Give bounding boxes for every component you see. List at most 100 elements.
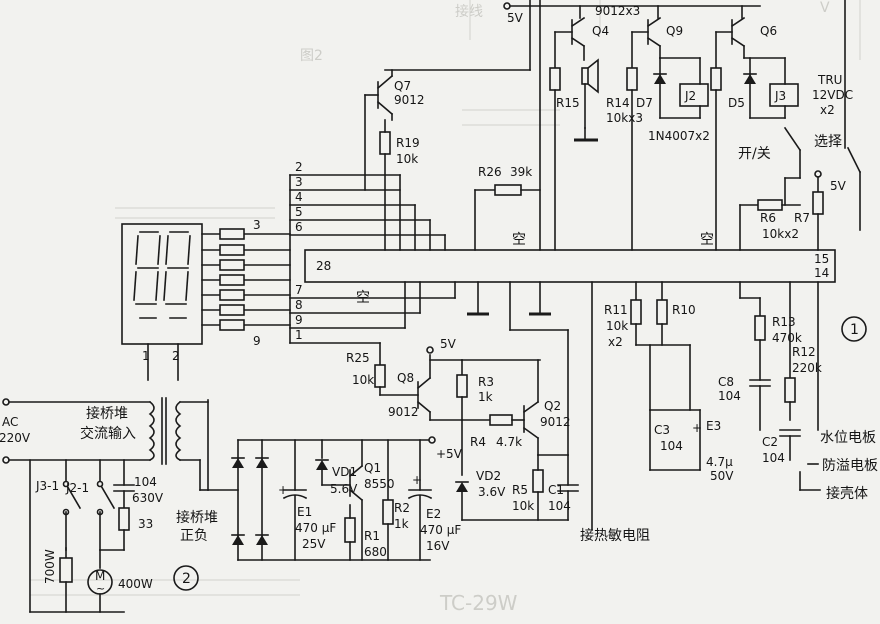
r13-ref: R13 (772, 315, 796, 329)
relay-mult: x2 (820, 103, 835, 117)
c1-value: 104 (548, 499, 571, 513)
j3-1-label: J3-1 (35, 479, 59, 493)
vd1-ref: VD1 (332, 465, 357, 479)
circle-2: 2 (182, 571, 191, 587)
r11-value: 10k (606, 319, 628, 333)
e1-ref: E1 (297, 505, 312, 519)
seven-segment-display: 3 9 1 2 (121, 218, 291, 381)
q6-ref: Q6 (760, 24, 777, 38)
water-level-label: 水位电板 (820, 430, 876, 446)
r25-ref: R25 (346, 351, 370, 365)
r6-ref: R6 (760, 211, 776, 225)
q4-ref: Q4 (592, 24, 609, 38)
transistor-q9: Q9 R14 10kx3 D7 J2 (606, 5, 709, 251)
transistor-q2: R3 1k R4 4.7k Q2 9012 VD2 3.6V R5 10k C1… (429, 281, 579, 521)
transformer: AC 220V 接桥堆 交流输入 (0, 397, 209, 491)
display-resistor-array (219, 228, 245, 331)
r1-ref: R1 (364, 529, 380, 543)
bridge-label-2: 正负 (180, 528, 208, 544)
pin-label-8: 8 (295, 298, 303, 312)
c1-ref: C1 (548, 483, 564, 497)
j3-label: J3 (774, 89, 786, 103)
r19-ref: R19 (396, 136, 420, 150)
transformer-label-1: 接桥堆 (86, 405, 128, 422)
ic-ground-marks (467, 281, 551, 316)
pin-label-9: 9 (295, 313, 303, 327)
switch-onoff-label: 开/关 (738, 146, 771, 162)
r4-ref: R4 (470, 435, 486, 449)
motor-symbol: M (95, 569, 105, 583)
r14-ref: R14 (606, 96, 630, 110)
display-pin-9: 9 (253, 334, 261, 348)
r26-value: 39k (510, 165, 532, 179)
ic-left-pins: 2 3 4 5 6 7 8 9 1 (289, 160, 456, 344)
q2-value: 9012 (540, 415, 571, 429)
bg-text-2: 图2 (300, 48, 323, 64)
r2-value: 1k (394, 517, 409, 531)
transformer-label-2: 交流输入 (80, 425, 136, 442)
heater-label: 700W (43, 549, 57, 584)
q7-ref: Q7 (394, 79, 411, 93)
snubber-cap-label: 104 (134, 475, 157, 489)
q8-ref: Q8 (397, 371, 414, 385)
d5-ref: D5 (728, 96, 745, 110)
bg-text-1: 接线 (455, 3, 483, 20)
vd2-ref: VD2 (476, 469, 501, 483)
r4-value: 4.7k (496, 435, 522, 449)
transistor-q8: R25 10k 5V Q8 9012 (346, 337, 463, 421)
r25-value: 10k (352, 373, 374, 387)
r14-value: 10kx3 (606, 111, 643, 125)
r7-ref: R7 (794, 211, 810, 225)
j2-label: J2 (684, 89, 696, 103)
pin-label-6: 6 (295, 220, 303, 234)
q2-ref: Q2 (544, 399, 561, 413)
pin-label-4: 4 (295, 190, 303, 204)
bg-text-4: V (820, 0, 830, 16)
background-print: 接线 图2 TC-29W V (30, 0, 861, 615)
c2-value: 104 (762, 451, 785, 465)
e3-volt: 50V (710, 469, 734, 483)
ac-label: AC (2, 415, 18, 429)
pin-label-5: 5 (295, 205, 303, 219)
ic-kong-b: 空 (700, 232, 714, 248)
switch-select-label: 选择 (814, 134, 842, 150)
pin-label-2: 2 (295, 160, 303, 174)
q9-ref: Q9 (666, 24, 683, 38)
r5-ref: R5 (512, 483, 528, 497)
ic-chip: 28 15 14 空 空 空 (304, 232, 836, 306)
c8-ref: C8 (718, 375, 734, 389)
overflow-label: 防溢电板 (822, 458, 878, 474)
transistor-q4: Q4 R15 (549, 5, 609, 251)
r11-ref: R11 (604, 303, 628, 317)
r2-ref: R2 (394, 501, 410, 515)
display-pin-3: 3 (253, 218, 261, 232)
relay-ref: TRU (817, 73, 842, 87)
mid-5v-label: 5V (440, 337, 457, 351)
bridge-label-1: 接桥堆 (176, 509, 218, 526)
e3-value: 4.7μ (706, 455, 733, 469)
c3-value: 104 (660, 439, 683, 453)
r15-label: R15 (556, 96, 580, 110)
q7-value: 9012 (394, 93, 425, 107)
top-5v-rail: 5V 9012x3 (503, 2, 761, 25)
r11-mult: x2 (608, 335, 623, 349)
r10-ref: R10 (672, 303, 696, 317)
pin-label-3: 3 (295, 175, 303, 189)
q1-value: 8550 (364, 477, 395, 491)
svg-text:~: ~ (96, 582, 105, 595)
c8-value: 104 (718, 389, 741, 403)
pin-label-1: 1 (295, 328, 303, 342)
probe-network: R13 470k C8 104 R12 220k C2 104 水位电板 防溢电… (718, 281, 878, 502)
d7-ref: D7 (636, 96, 653, 110)
e3-plus: + (692, 421, 702, 435)
e1-plus: + (278, 483, 288, 497)
e2-volt: 16V (426, 539, 450, 553)
selector-switches: 开/关 选择 5V R6 10kx2 R7 (738, 0, 862, 251)
circle-1: 1 (850, 322, 859, 338)
e1-volt: 25V (302, 537, 326, 551)
mains-loads: J3-1 J2-1 700W M ~ 400W 104 630V 33 (29, 459, 164, 613)
r12-ref: R12 (792, 345, 816, 359)
r3-ref: R3 (478, 375, 494, 389)
ic-pin-15: 15 (814, 252, 829, 266)
bg-text-3: TC-29W (439, 591, 518, 615)
